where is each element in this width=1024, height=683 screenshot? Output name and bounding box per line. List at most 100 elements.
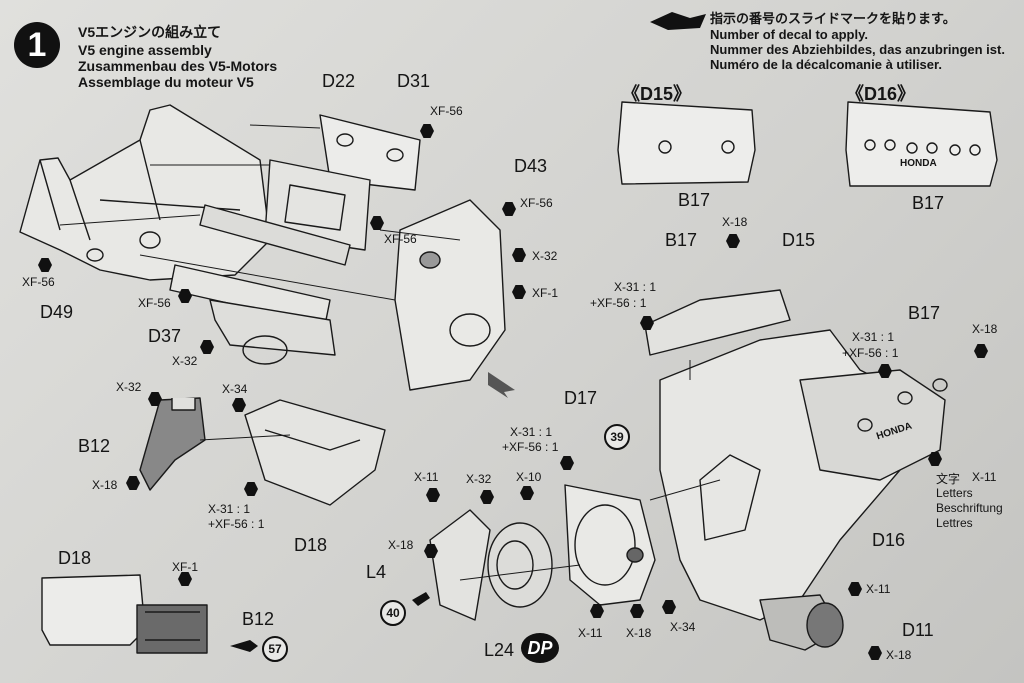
- paint-hex-icon: [512, 285, 526, 299]
- part-label-d18-bottom: D18: [58, 548, 92, 568]
- part-label-b17: B17: [665, 230, 698, 250]
- paint-hex-icon: [232, 398, 246, 412]
- decal-arrow-icon: [650, 12, 706, 30]
- paint-mix-d17-b: +XF-56 : 1: [502, 440, 559, 454]
- clutch-cover-drawing: [429, 484, 656, 621]
- paint-hex-icon: [126, 476, 140, 490]
- paint-hex-icon: [590, 604, 604, 618]
- paint-hex-icon: [502, 202, 516, 216]
- crankcase-d37-d43-drawing: [169, 199, 506, 391]
- d15-view-b17-label: B17: [678, 190, 711, 210]
- paint-x11-l4: X-11: [414, 470, 439, 484]
- paint-x18-b17: X-18: [722, 215, 748, 229]
- honda-decal-text: HONDA: [900, 158, 937, 169]
- paint-mix-d15-a: X-31 : 1: [614, 280, 657, 294]
- paint-hex-icon: [512, 248, 526, 262]
- paint-xf1-d43: XF-1: [532, 286, 559, 300]
- paint-hex-icon: [200, 340, 214, 354]
- paint-x32-d43: X-32: [532, 249, 558, 263]
- paint-x18-d11: X-18: [886, 648, 912, 662]
- paint-xf56-d43: XF-56: [520, 196, 553, 210]
- paint-hex-icon: [928, 452, 942, 466]
- decal-note-en: Number of decal to apply.: [710, 27, 868, 42]
- paint-hex-icon: [878, 364, 892, 378]
- ref-step-57: 57: [262, 636, 288, 662]
- paint-x34-b12: X-34: [222, 382, 248, 396]
- direction-arrow: [488, 372, 515, 398]
- paint-hex-icon: [868, 646, 882, 660]
- paint-hex-icon: [560, 456, 574, 470]
- paint-xf56-d22: XF-56: [384, 232, 417, 246]
- paint-hex-icon: [640, 316, 654, 330]
- part-label-l4: L4: [366, 562, 387, 582]
- part-label-d49: D49: [40, 302, 74, 322]
- frame-d49-drawing: [19, 104, 271, 281]
- letters-en: Letters: [936, 486, 973, 500]
- paint-x32-l24: X-32: [466, 472, 492, 486]
- part-label-d17: D17: [564, 388, 598, 408]
- paint-hex-icon: [480, 490, 494, 504]
- paint-hex-icon: [520, 486, 534, 500]
- step-number-badge: 1: [14, 22, 60, 68]
- paint-x32-b12: X-32: [116, 380, 142, 394]
- paint-xf56-d49: XF-56: [22, 275, 55, 289]
- step-title-ja: V5エンジンの組み立て: [78, 24, 222, 40]
- letters-fr: Lettres: [936, 516, 973, 530]
- paint-mix-d16-b: +XF-56 : 1: [842, 346, 899, 360]
- decal-note-de: Nummer des Abziehbildes, das anzubringen…: [710, 42, 1005, 57]
- part-label-l24: L24: [484, 640, 515, 660]
- paint-hex-icon: [974, 344, 988, 358]
- part-label-d37: D37: [148, 326, 182, 346]
- letters-ja: 文字: [936, 472, 961, 486]
- paint-x18-b17-right: X-18: [972, 322, 998, 336]
- step-title-en: V5 engine assembly: [78, 42, 212, 58]
- part-label-d11: D11: [902, 620, 934, 640]
- step-title-fr: Assemblage du moteur V5: [78, 74, 254, 90]
- oil-pan-bottom-drawing: [41, 574, 208, 654]
- letters-code: X-11: [972, 470, 997, 484]
- dp-badge: DP: [521, 633, 559, 663]
- paint-xf1-bottom: XF-1: [172, 560, 199, 574]
- ref-step-40: 40: [380, 600, 406, 626]
- d16-view-b17-label: B17: [912, 193, 945, 213]
- paint-mix-d15-b: +XF-56 : 1: [590, 296, 647, 310]
- paint-hex-icon: [424, 544, 438, 558]
- paint-hex-icon: [148, 392, 162, 406]
- assembly-guide-lines: [59, 124, 721, 581]
- ref-step-39: 39: [604, 424, 630, 450]
- cover-d22-d31-drawing: [199, 114, 421, 266]
- paint-xf56-d37: XF-56: [138, 296, 171, 310]
- step-title-de: Zusammenbau des V5-Motors: [78, 58, 278, 74]
- paint-mix-d18-a: X-31 : 1: [208, 502, 251, 516]
- ref-arrow-icon: [412, 592, 430, 606]
- paint-mix-d18-b: +XF-56 : 1: [208, 517, 265, 531]
- paint-x11-d17: X-11: [578, 626, 603, 640]
- paint-x18-d17: X-18: [626, 626, 652, 640]
- paint-x11-d11: X-11: [866, 582, 891, 596]
- d15-view-title: 《D15》: [622, 84, 692, 104]
- paint-x18-l4: X-18: [388, 538, 414, 552]
- paint-x10-l24: X-10: [516, 470, 542, 484]
- ref-arrow-icon: [230, 640, 258, 652]
- paint-hex-icon: [662, 600, 676, 614]
- part-label-d15: D15: [782, 230, 816, 250]
- paint-hex-icon: [370, 216, 384, 230]
- paint-hex-icon: [38, 258, 52, 272]
- paint-x18-b12: X-18: [92, 478, 118, 492]
- paint-hex-icon: [420, 124, 434, 138]
- paint-hex-icon: [178, 572, 192, 586]
- decal-panel-drawings: [617, 101, 998, 187]
- part-label-d43: D43: [514, 156, 548, 176]
- part-label-b17-right: B17: [908, 303, 941, 323]
- letters-de: Beschriftung: [936, 501, 1003, 515]
- paint-x32-d37: X-32: [172, 354, 198, 368]
- paint-hex-icon: [630, 604, 644, 618]
- part-label-d22: D22: [322, 71, 356, 91]
- paint-hex-icon: [426, 488, 440, 502]
- part-label-d18: D18: [294, 535, 328, 555]
- paint-mix-d17-a: X-31 : 1: [510, 425, 553, 439]
- d16-view-title: 《D16》: [846, 84, 916, 104]
- assembled-engine-drawing: [644, 289, 948, 651]
- paint-hex-icon: [244, 482, 258, 496]
